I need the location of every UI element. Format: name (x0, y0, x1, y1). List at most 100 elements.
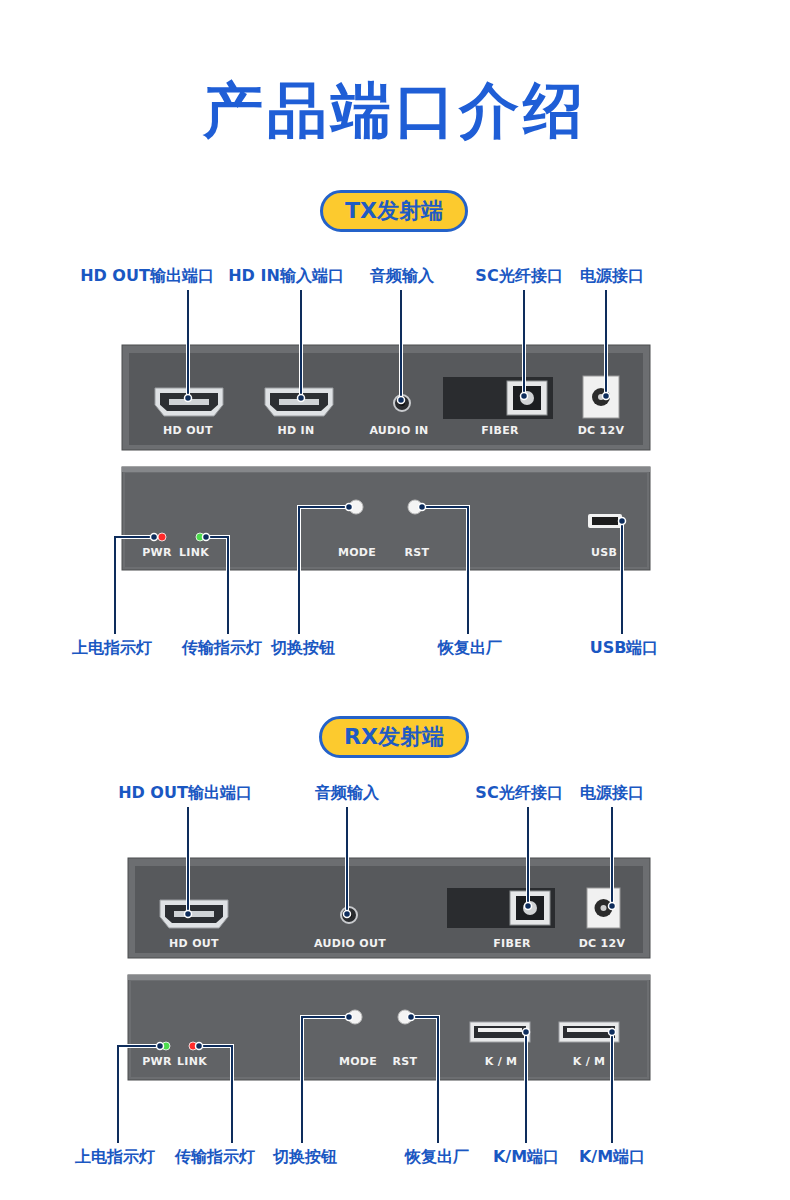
callout-label: 电源接口 (580, 268, 644, 284)
port-marking: DC 12V (579, 938, 626, 949)
usb-a-tongue (567, 1028, 611, 1032)
hdmi-opening (160, 393, 218, 411)
callout-label: 传输指示灯 (182, 640, 262, 656)
port-marking: RST (405, 547, 430, 558)
device-panel-box: HD OUTAUDIO OUTFIBERDC 12V (128, 858, 650, 958)
usb-a-opening (563, 1026, 615, 1038)
leader-line (400, 290, 402, 400)
callout-label: K/M端口 (493, 1149, 559, 1165)
leader-line (300, 290, 302, 398)
leader-line (187, 807, 189, 914)
leader-halo (399, 290, 403, 400)
leader-halo (526, 807, 530, 906)
callout-label: 恢复出厂 (438, 640, 502, 656)
leader-dot (346, 1014, 353, 1021)
device-panel (122, 345, 650, 450)
usb-a-tongue (478, 1028, 522, 1032)
leader-dot (185, 395, 192, 402)
leader-line (187, 290, 189, 398)
device-panel (122, 467, 650, 570)
leader-dot (151, 534, 158, 541)
panel-face (135, 866, 643, 953)
leader-line (299, 507, 349, 634)
device-panel (128, 858, 650, 958)
callout-label: USB端口 (590, 640, 659, 656)
leader-halo (604, 290, 608, 396)
dc-jack (583, 376, 619, 418)
leader-dot (419, 504, 426, 511)
usb-mini-opening (592, 517, 618, 525)
usb-a-opening (474, 1026, 526, 1038)
callout-label: 上电指示灯 (75, 1149, 155, 1165)
device-panel-box: HD OUTHD INAUDIO INFIBERDC 12V (122, 345, 650, 450)
panel-face (125, 473, 647, 567)
panel-face (131, 981, 647, 1077)
port-marking: HD IN (278, 425, 315, 436)
section-pill: TX发射端 (320, 190, 468, 232)
hdmi-opening (270, 393, 328, 411)
callout-label: 切换按钮 (271, 640, 335, 656)
port-marking: LINK (179, 547, 209, 558)
callout-label: 切换按钮 (273, 1149, 337, 1165)
leader-dot (157, 1043, 164, 1050)
hdmi-shell (160, 900, 228, 928)
port-marking: FIBER (493, 938, 530, 949)
callout-label: SC光纤接口 (475, 785, 562, 801)
panel-face (129, 353, 643, 445)
section-pill: RX发射端 (319, 716, 469, 758)
leader-dot (196, 1043, 203, 1050)
leader-line (527, 807, 529, 906)
callout-label: SC光纤接口 (475, 268, 562, 284)
leader-dot (609, 1029, 616, 1036)
leader-line (621, 521, 623, 634)
leader-halo (522, 290, 526, 396)
callout-label: 音频输入 (370, 268, 434, 284)
leader-line (422, 507, 468, 634)
leader-dot (609, 903, 616, 910)
leader-lines (115, 290, 626, 1143)
leader-halo (299, 507, 349, 634)
port-marking: PWR (142, 1056, 172, 1067)
port-marking: USB (591, 547, 617, 558)
callout-label: HD OUT输出端口 (80, 268, 214, 284)
leader-dot (521, 393, 528, 400)
leader-dot (523, 1029, 530, 1036)
callout-label: 音频输入 (315, 785, 379, 801)
indicator-led (158, 533, 166, 541)
leader-line (605, 290, 607, 396)
leader-halo (186, 290, 190, 398)
port-marking: MODE (339, 1056, 377, 1067)
leader-line (206, 537, 228, 634)
leader-dot (298, 395, 305, 402)
leader-line (523, 290, 525, 396)
panel-edge (128, 975, 650, 980)
section-title: RX发射端 (322, 719, 466, 755)
port-marking: AUDIO IN (369, 425, 428, 436)
port-marking: HD OUT (163, 425, 213, 436)
leader-line (611, 807, 613, 906)
leader-halo (524, 1032, 528, 1143)
port-marking: HD OUT (169, 938, 219, 949)
dc-jack-pin (601, 905, 607, 911)
callout-label: 恢复出厂 (405, 1149, 469, 1165)
leader-halo (302, 1017, 349, 1143)
leader-dot (398, 397, 405, 404)
leader-dot (525, 903, 532, 910)
leader-dot (619, 518, 626, 525)
leader-dot (603, 393, 610, 400)
leader-halo (422, 507, 468, 634)
fiber-window (443, 377, 553, 419)
usb-a-port (470, 1022, 530, 1042)
leader-dot (344, 911, 351, 918)
hdmi-opening (165, 905, 223, 923)
sc-ferrule (520, 391, 534, 405)
panel-housing (122, 345, 650, 450)
hdmi-tongue (174, 911, 214, 917)
port-marking: LINK (177, 1056, 207, 1067)
port-marking: MODE (338, 547, 376, 558)
leader-dot (185, 911, 192, 918)
leader-halo (620, 521, 624, 634)
leader-halo (186, 807, 190, 914)
